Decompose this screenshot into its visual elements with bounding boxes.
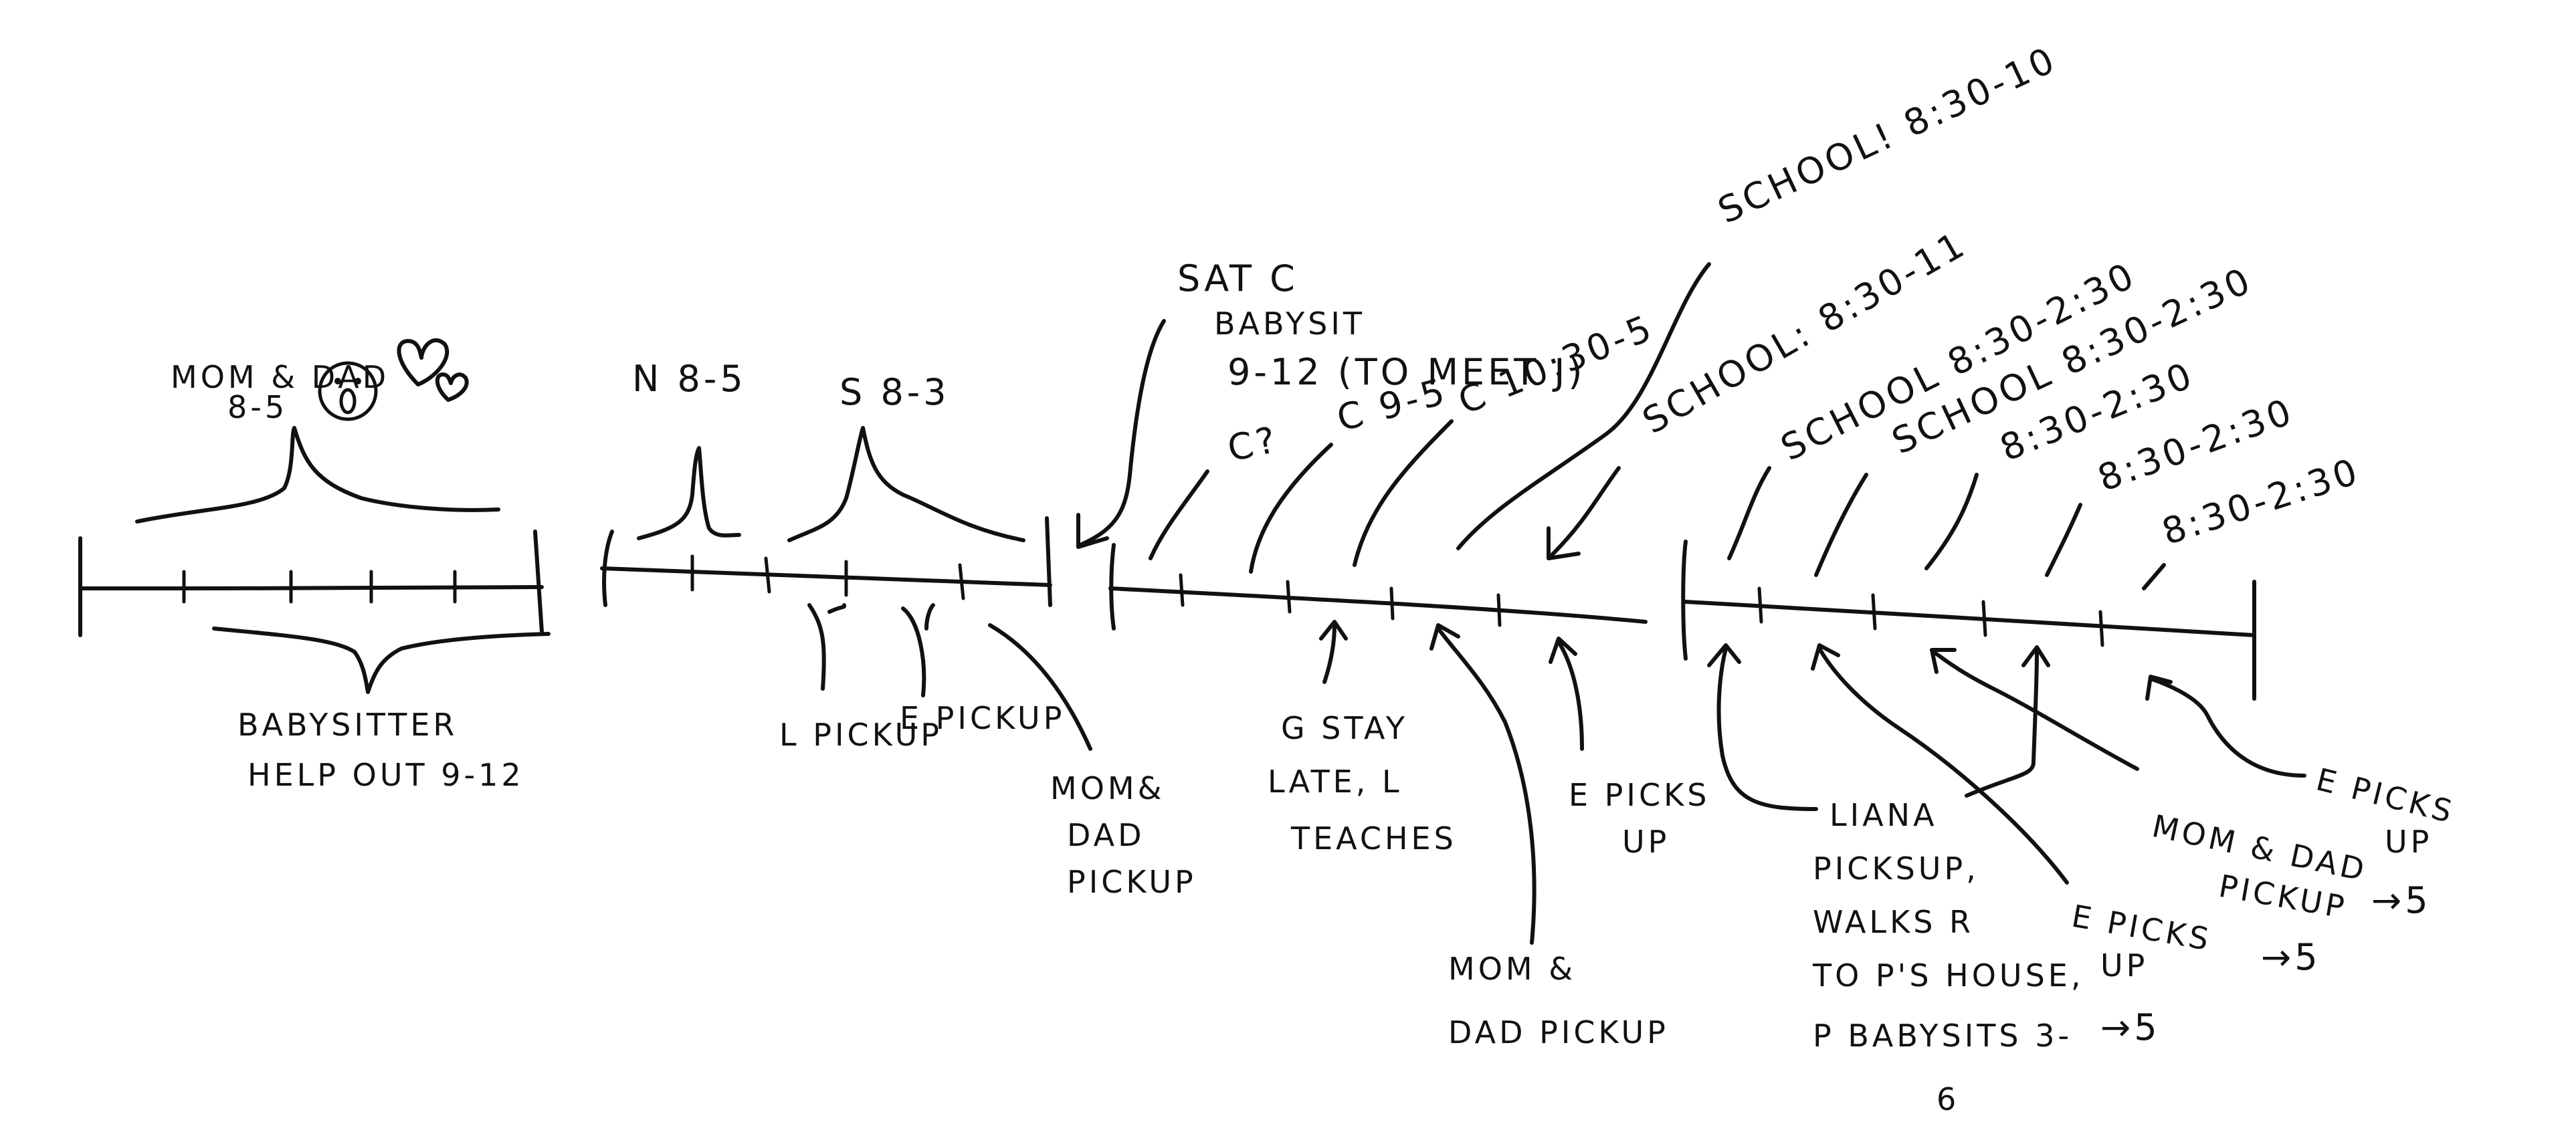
time-c-line <box>1924 473 1979 570</box>
tick <box>764 556 771 594</box>
school-1-label: SCHOOL! 8:30-10 <box>1712 38 2064 232</box>
up-arrow-4 <box>1965 645 2050 798</box>
tick <box>1981 600 1987 637</box>
e-pickup-label: E PICKUP <box>900 700 1065 736</box>
c-q-line <box>1149 469 1209 560</box>
liana-label-4: TO P'S HOUSE, <box>1812 957 2084 994</box>
time-e-line <box>2142 563 2166 590</box>
upper-brace-1 <box>135 426 500 524</box>
tick <box>1286 580 1292 614</box>
scared-face-icon <box>318 361 378 421</box>
hearts-icon <box>397 338 469 402</box>
l-pickup-label: L PICKUP <box>779 717 943 753</box>
s-label: S 8-3 <box>839 371 950 413</box>
tick <box>2098 610 2104 647</box>
tick <box>1757 586 1763 624</box>
e-picks-3-label-2: UP <box>1622 824 1670 860</box>
liana-label-1: LIANA <box>1829 797 1938 833</box>
sat-label-1: SAT C <box>1177 257 1298 300</box>
segment-1: MOM & DAD 8-5 BABYSITTER HELP OUT 9-12 <box>78 338 551 793</box>
c-9-5-line <box>1249 443 1333 574</box>
mom-dad-pickup-3-label-2: DAD PICKUP <box>1448 1014 1669 1050</box>
tick <box>1871 593 1877 631</box>
babysitter-hours: HELP OUT 9-12 <box>247 757 524 793</box>
mom-dad-pickup-label-2: DAD <box>1067 817 1145 853</box>
e-picks-b-label-3: →5 <box>2371 879 2432 921</box>
e-picks-b-label-1: E PICKS <box>2312 761 2458 830</box>
timeline-1 <box>78 585 544 590</box>
timeline-4-start <box>1681 540 1688 661</box>
timeline-1-end <box>533 530 544 634</box>
liana-label-3: WALKS R <box>1813 904 1974 940</box>
e-pickup-arrow <box>901 603 935 697</box>
e-picks-4-arrow <box>1811 643 2069 885</box>
mom-dad-4-label-3: →5 <box>2261 936 2321 978</box>
segment-3: SAT C BABYSIT 9-12 (TO MEET J) C? C 9-5 … <box>1076 38 2064 1050</box>
lower-brace-1 <box>212 627 551 694</box>
g-stay-label-2: LATE, L <box>1268 764 1403 800</box>
school-1-line <box>1456 262 1711 550</box>
mom-dad-pickup-label-3: PICKUP <box>1067 864 1197 900</box>
n-label: N 8-5 <box>632 358 747 400</box>
s-brace <box>787 426 1025 542</box>
timeline-2-start <box>602 530 614 607</box>
sat-arrow <box>1076 319 1166 549</box>
liana-label-5: P BABYSITS 3- <box>1813 1018 2072 1054</box>
e-picks-4-label-3: →5 <box>2100 1006 2161 1048</box>
segment-2: N 8-5 S 8-3 L PICKUP E PICKUP MOM& DAD P… <box>600 358 1197 900</box>
e-picks-arrow <box>1549 637 1584 751</box>
timeline-3-start <box>1109 543 1116 631</box>
tick <box>958 563 965 600</box>
tick <box>1496 593 1502 627</box>
timeline-2 <box>600 566 1052 587</box>
tick <box>1179 573 1185 607</box>
babysitter-label: BABYSITTER <box>237 707 458 743</box>
e-picks-b-label-2: UP <box>2385 824 2432 860</box>
g-stay-label-3: TEACHES <box>1290 820 1457 857</box>
e-picks-b-arrow <box>2145 675 2306 778</box>
mom-dad-arrow <box>1429 623 1537 945</box>
school-2-arrow <box>1547 466 1621 560</box>
sat-label-2: BABYSIT <box>1214 306 1365 342</box>
segment-4: SCHOOL 8:30-2:30 SCHOOL 8:30-2:30 8:30-2… <box>1681 253 2459 1117</box>
tick <box>1389 586 1395 620</box>
time-d-line <box>2045 503 2082 577</box>
n-brace <box>637 446 741 540</box>
school-a-line <box>1727 466 1771 560</box>
school-b-line <box>1814 473 1868 577</box>
liana-label-2: PICKSUP, <box>1813 850 1979 887</box>
g-stay-arrow <box>1319 620 1348 684</box>
mom-dad-pickup-arrow <box>988 623 1092 751</box>
e-picks-4-label-2: UP <box>2100 947 2148 984</box>
mom-dad-hours: 8-5 <box>227 389 288 425</box>
g-stay-label-1: G STAY <box>1281 710 1408 746</box>
c-q-label: C? <box>1224 418 1283 470</box>
timeline-2-end <box>1045 516 1052 607</box>
mom-dad-4-arrow <box>1930 648 2139 771</box>
timeline-4 <box>1684 600 2256 637</box>
timeline-3 <box>1108 586 1648 624</box>
liana-label-6: 6 <box>1937 1081 1959 1117</box>
c-1030-5-line <box>1353 419 1454 567</box>
e-picks-3-label-1: E PICKS <box>1569 777 1710 813</box>
mom-dad-pickup-label-1: MOM& <box>1050 770 1165 806</box>
liana-arrow <box>1707 643 1818 811</box>
l-pickup-arrow <box>807 603 846 691</box>
sat-label-3: 9-12 (TO MEET J) <box>1227 351 1585 393</box>
mom-dad-pickup-3-label-1: MOM & <box>1448 951 1576 987</box>
